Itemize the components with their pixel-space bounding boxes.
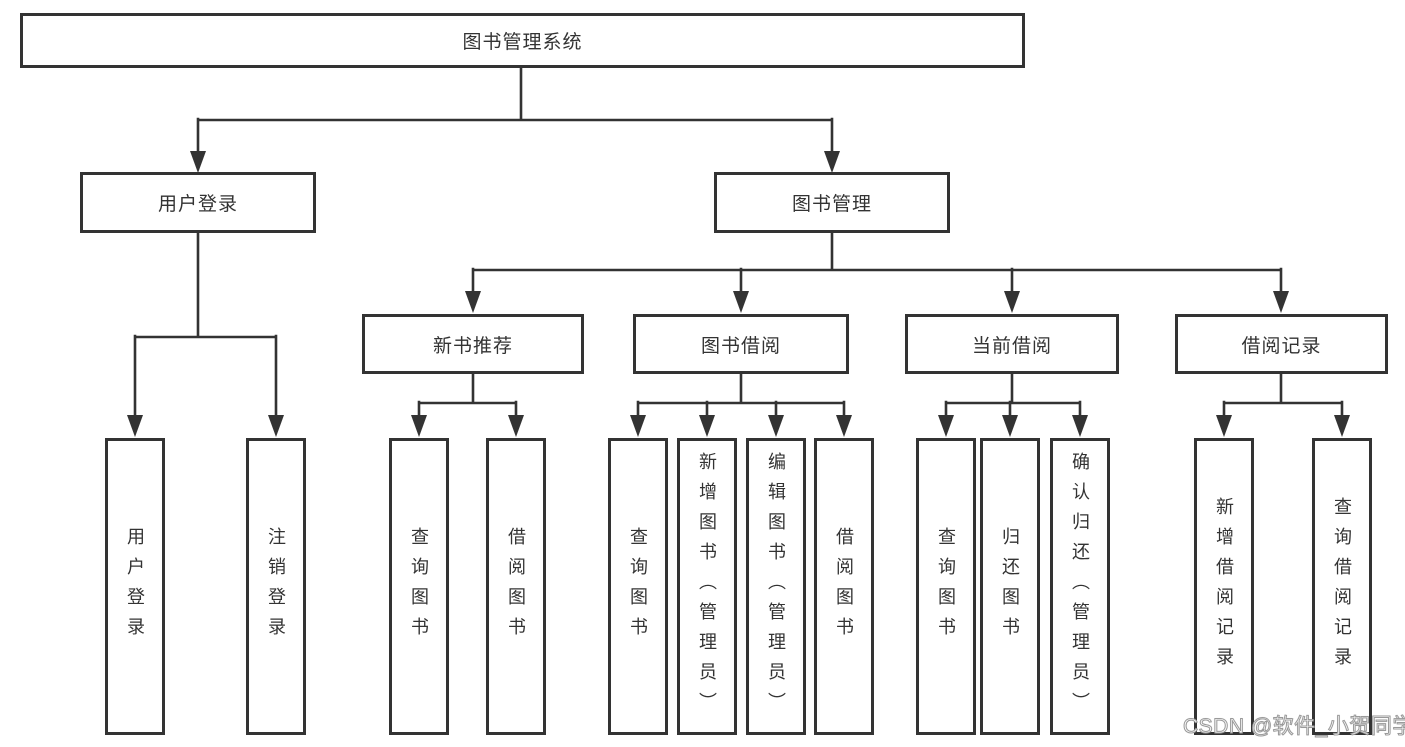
node-borrow-records: 借阅记录 [1175,314,1388,374]
node-label: 查询图书 [409,526,429,647]
leaf-query-books-current: 查询图书 [916,438,976,735]
node-label: 新增借阅记录 [1214,496,1234,677]
node-label: 查询借阅记录 [1332,496,1352,677]
node-label: 用户登录 [157,194,238,215]
connector-book-mgmt-to-level3 [465,231,1289,313]
leaf-add-borrow-record: 新增借阅记录 [1194,438,1254,735]
leaf-edit-books-admin: 编辑图书（管理员） [746,438,806,735]
node-label: 新增图书（管理员） [697,451,717,722]
connector-root-to-level2 [190,66,840,173]
node-current-borrowing: 当前借阅 [905,314,1119,374]
leaf-return-books: 归还图书 [980,438,1040,735]
node-label: 归还图书 [1000,526,1020,647]
connector-current-borrow-to-leaves [938,372,1088,437]
connector-borrow-records-to-leaves [1216,372,1350,437]
node-label: 当前借阅 [971,335,1052,357]
node-label: 图书管理 [791,194,872,215]
node-label: 图书管理系统 [462,32,583,53]
node-book-management: 图书管理 [714,172,950,233]
leaf-borrow-books: 借阅图书 [814,438,874,735]
leaf-user-login: 用户登录 [105,438,165,735]
connector-new-book-to-leaves [411,372,524,437]
leaf-query-books-borrow: 查询图书 [608,438,668,735]
node-label: 查询图书 [628,526,648,647]
node-label: 编辑图书（管理员） [766,451,786,722]
leaf-borrow-books-recommend: 借阅图书 [486,438,546,735]
connector-book-borrow-to-leaves [630,372,852,437]
leaf-logout: 注销登录 [246,438,306,735]
node-book-management-system: 图书管理系统 [20,13,1025,68]
leaf-confirm-return-admin: 确认归还（管理员） [1050,438,1110,735]
node-label: 借阅图书 [834,526,854,647]
node-label: 注销登录 [266,526,286,647]
csdn-watermark: CSDN @软件_小贺同学 [1183,715,1405,739]
node-new-book-recommend: 新书推荐 [362,314,584,374]
node-label: 新书推荐 [432,335,513,357]
node-label: 查询图书 [936,526,956,647]
leaf-add-books-admin: 新增图书（管理员） [677,438,737,735]
node-label: 借阅记录 [1241,335,1322,357]
node-label: 借阅图书 [506,526,526,647]
node-book-borrowing: 图书借阅 [633,314,849,374]
leaf-query-borrow-record: 查询借阅记录 [1312,438,1372,735]
connector-user-login-to-leaves [127,231,284,437]
node-label: 图书借阅 [700,335,781,357]
node-label: 用户登录 [125,526,145,647]
node-label: 确认归还（管理员） [1070,451,1090,722]
node-user-login: 用户登录 [80,172,316,233]
leaf-query-books-recommend: 查询图书 [389,438,449,735]
